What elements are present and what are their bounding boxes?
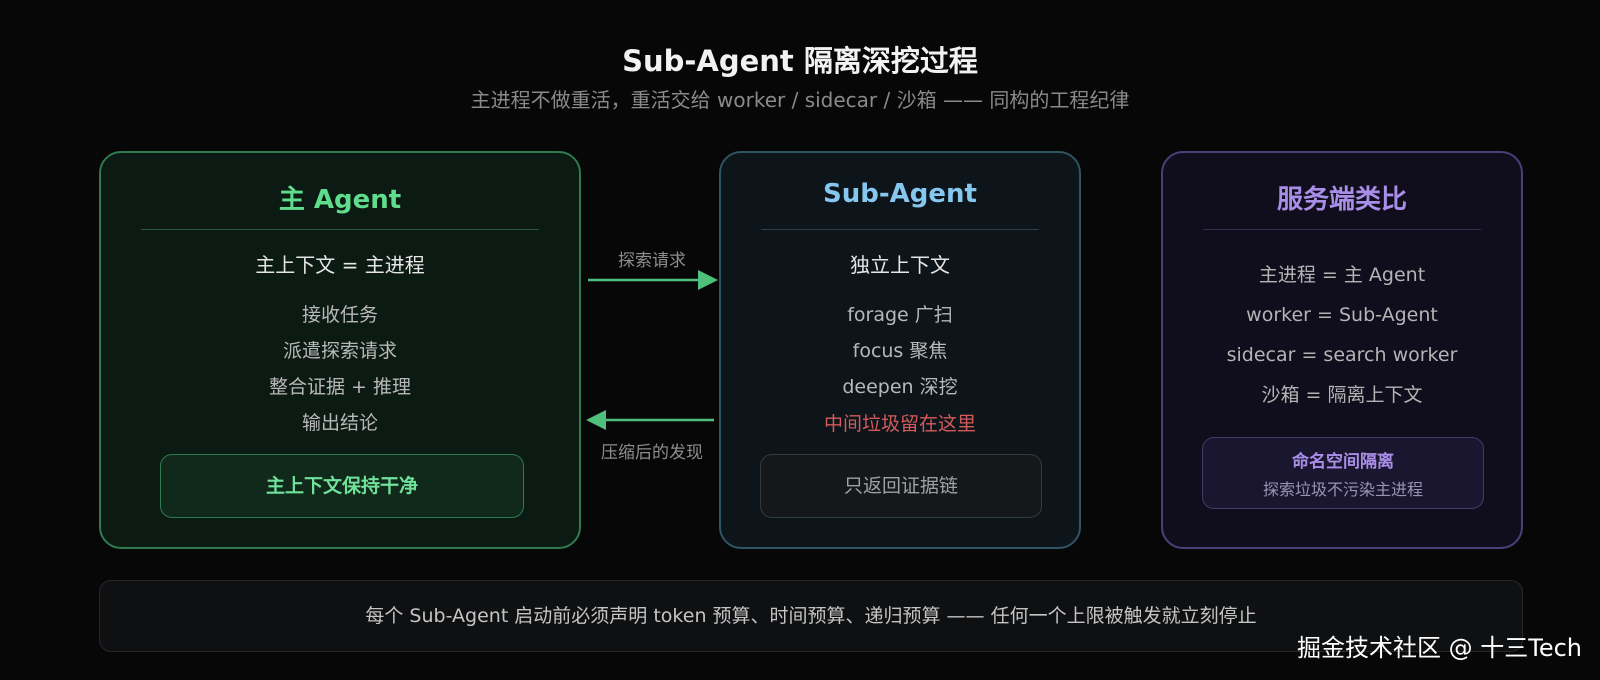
server-analogy-divider [1203,229,1481,230]
server-analogy-item: worker = Sub-Agent [1246,304,1438,326]
server-analogy-item: 主进程 = 主 Agent [1258,264,1426,286]
sub-agent-card: Sub-Agent 独立上下文 forage 广扫 focus 聚焦 deepe… [719,151,1081,549]
server-analogy-card: 服务端类比 主进程 = 主 Agent worker = Sub-Agent s… [1161,151,1523,549]
diagram-title: Sub-Agent 隔离深挖过程 [622,44,978,78]
main-agent-card: 主 Agent 主上下文 = 主进程 接收任务 派遣探索请求 整合证据 + 推理… [99,151,581,549]
server-analogy-item: 沙箱 = 隔离上下文 [1261,384,1423,406]
sub-agent-warning: 中间垃圾留在这里 [823,413,976,435]
forward-arrow [588,270,718,290]
sub-agent-items: forage 广扫 focus 聚焦 deepen 深挖 [721,297,1079,405]
main-agent-title: 主 Agent [278,185,402,215]
server-analogy-note-sub: 探索垃圾不污染主进程 [1262,480,1423,499]
watermark: 掘金技术社区 @ 十三Tech [1296,634,1582,662]
forward-arrow-head [698,270,718,290]
main-agent-items: 接收任务 派遣探索请求 整合证据 + 推理 输出结论 [101,297,579,441]
main-agent-item: 派遣探索请求 [282,340,397,362]
back-arrow-head [586,410,606,430]
back-arrow [586,410,714,430]
sub-agent-note: 只返回证据链 [760,454,1042,518]
main-agent-divider [141,229,539,230]
main-agent-lead: 主上下文 = 主进程 [255,253,425,277]
main-agent-item: 接收任务 [301,304,378,326]
sub-agent-item: focus 聚焦 [852,340,948,362]
server-analogy-note: 命名空间隔离 探索垃圾不污染主进程 [1202,437,1484,509]
forward-arrow-label: 探索请求 [618,251,686,271]
sub-agent-title: Sub-Agent [823,179,977,209]
main-agent-item: 输出结论 [301,412,378,434]
diagram-subtitle: 主进程不做重活，重活交给 worker / sidecar / 沙箱 —— 同构… [470,88,1130,112]
main-agent-note: 主上下文保持干净 [160,454,524,518]
sub-agent-item: deepen 深挖 [842,376,958,398]
back-arrow-label: 压缩后的发现 [601,443,703,463]
server-analogy-item: sidecar = search worker [1226,344,1458,366]
server-analogy-title: 服务端类比 [1276,185,1407,215]
sub-agent-lead: 独立上下文 [850,253,950,277]
sub-agent-divider [761,229,1039,230]
server-analogy-items: 主进程 = 主 Agent worker = Sub-Agent sidecar… [1163,255,1521,415]
main-agent-item: 整合证据 + 推理 [269,376,411,398]
footer-note: 每个 Sub-Agent 启动前必须声明 token 预算、时间预算、递归预算 … [99,580,1523,652]
sub-agent-item: forage 广扫 [847,304,953,326]
server-analogy-note-title: 命名空间隔离 [1292,452,1394,472]
